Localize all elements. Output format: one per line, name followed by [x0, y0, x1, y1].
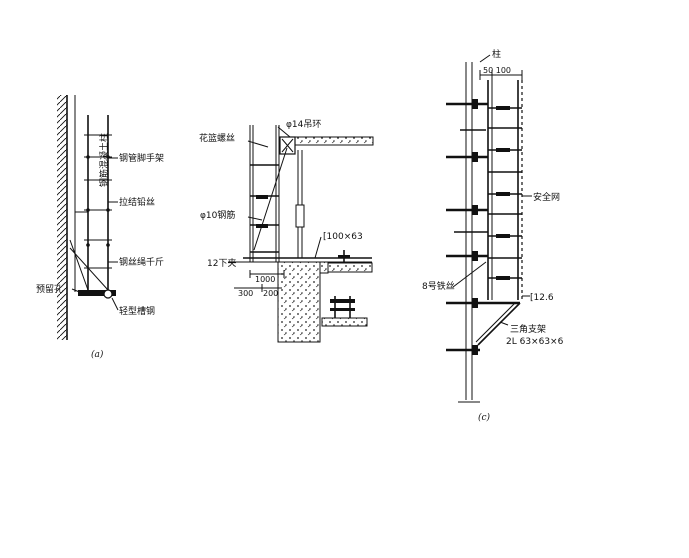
wire-rope-line — [69, 247, 109, 291]
diagram-c: 柱 50 100 安全网 8号铁丝 [12.6 三角支架 2L 63×63×6 … — [422, 48, 564, 423]
label-dim-300: 300 — [238, 289, 253, 298]
label-tie-wire: 拉结铅丝 — [119, 196, 155, 208]
label-triangle-bracket: 三角支架 — [510, 323, 546, 335]
label-column-a: 钢筋混凝土柱 — [98, 133, 110, 187]
label-steel-bar: φ10钢筋 — [200, 209, 235, 221]
label-turnbuckle: 花篮螺丝 — [199, 132, 235, 144]
upper-slab — [282, 136, 374, 146]
label-clamp: 12下夹 — [207, 257, 236, 269]
wall-hatch — [57, 95, 67, 340]
label-wire-rope-block: 钢丝绳千斤 — [119, 256, 164, 268]
caption-c: (c) — [478, 412, 491, 423]
label-dim-50-100: 50 100 — [483, 66, 511, 75]
label-wire-8: 8号铁丝 — [422, 280, 455, 292]
diagonal-rod — [253, 147, 288, 251]
light-channel-shape — [78, 290, 116, 296]
label-reserved-hole: 预留孔 — [36, 283, 63, 295]
label-dim-1000: 1000 — [255, 275, 275, 284]
section-detail-bolts — [330, 296, 355, 318]
label-hanging-ring: φ14吊环 — [286, 119, 321, 130]
scaffold-c-rungs — [488, 106, 522, 280]
label-light-channel: 轻型槽钢 — [119, 305, 155, 317]
diagram-a: 钢筋混凝土柱 钢管脚手架 拉结铅丝 钢丝绳千斤 预留孔 轻型槽钢 (a) — [36, 95, 164, 360]
label-channel: [100×63 — [323, 232, 363, 242]
label-column-c: 柱 — [492, 48, 501, 60]
wire-rope-line-2 — [69, 239, 89, 291]
lower-column — [277, 261, 321, 343]
label-angle-steel: 2L 63×63×6 — [506, 337, 564, 347]
diagram-b: 花篮螺丝 φ14吊环 φ10钢筋 12下夹 [100×63 1000 300 2… — [199, 119, 374, 343]
column-brackets — [446, 99, 520, 355]
label-channel-126: [12.6 — [530, 293, 554, 303]
label-safety-net: 安全网 — [533, 191, 560, 203]
label-steel-pipe-scaffold: 钢管脚手架 — [119, 152, 164, 164]
section-detail-slab — [321, 317, 368, 327]
label-dim-200: 200 — [263, 289, 278, 298]
scaffold-ledgers — [84, 134, 112, 269]
caption-a: (a) — [91, 349, 104, 360]
triangle-bracket-strut — [477, 302, 521, 346]
hanging-frame-rungs — [250, 164, 279, 253]
